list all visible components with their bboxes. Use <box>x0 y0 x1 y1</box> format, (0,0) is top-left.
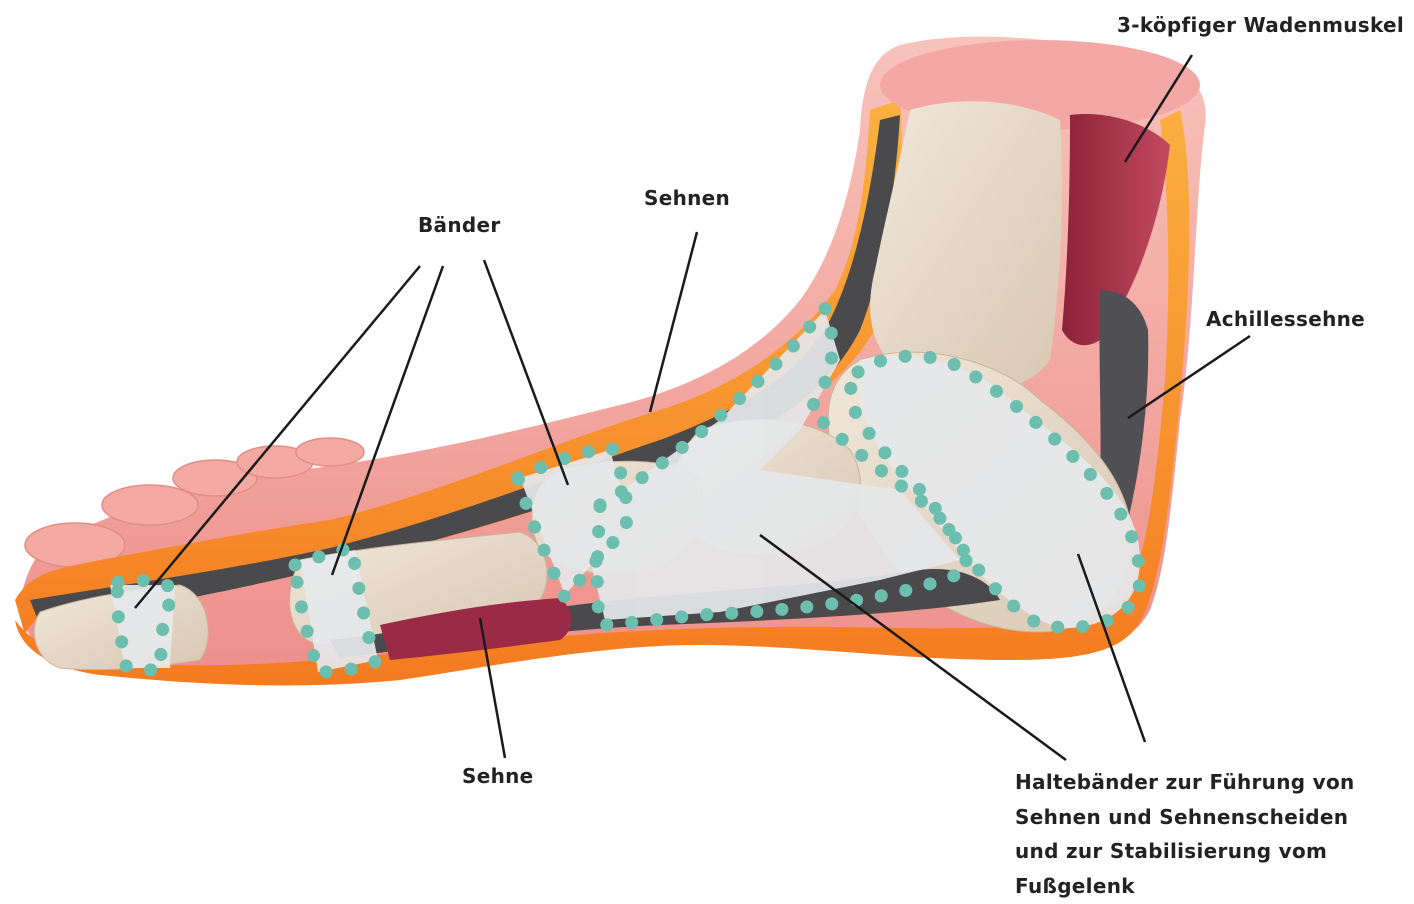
label-retinacula: Haltebänder zur Führung von Sehnen und S… <box>1015 765 1355 903</box>
label-retinacula-line-3: und zur Stabilisierung vom <box>1015 834 1355 869</box>
label-retinacula-line-4: Fußgelenk <box>1015 869 1355 904</box>
label-calf-muscle: 3-köpfiger Wadenmuskel <box>1117 13 1404 37</box>
label-retinacula-line-2: Sehnen und Sehnenscheiden <box>1015 800 1355 835</box>
label-tendons-top: Sehnen <box>644 186 730 210</box>
label-achilles-tendon: Achillessehne <box>1206 307 1365 331</box>
label-ligaments: Bänder <box>418 213 501 237</box>
label-retinacula-line-1: Haltebänder zur Führung von <box>1015 765 1355 800</box>
label-tendon-bottom: Sehne <box>462 764 534 788</box>
